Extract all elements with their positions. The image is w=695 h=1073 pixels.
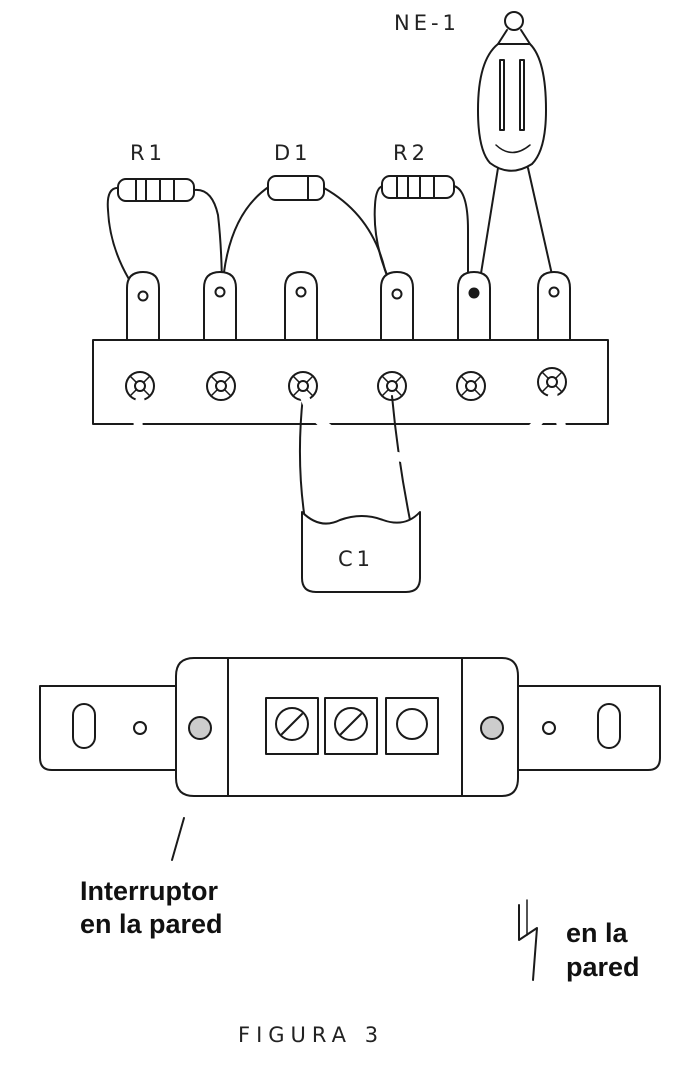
resistor-r2 xyxy=(373,175,469,297)
label-d1: D1 xyxy=(274,141,312,165)
cable-left-to-switch xyxy=(137,399,291,691)
resistor-r1 xyxy=(106,178,223,297)
break-mark xyxy=(518,899,538,981)
label-wall-line2: pared xyxy=(566,952,640,982)
terminal-strip-bar xyxy=(92,339,609,425)
label-r2: R2 xyxy=(393,141,429,165)
label-c1: C1 xyxy=(338,547,374,571)
switch-mounting-strap xyxy=(39,685,661,771)
label-r1: R1 xyxy=(130,141,166,165)
wall-switch xyxy=(39,657,661,861)
terminal-screws xyxy=(125,367,567,401)
label-switch-line1: Interruptor xyxy=(80,876,218,906)
switch-terminals xyxy=(265,697,439,755)
label-switch-line2: en la pared xyxy=(80,909,223,939)
neon-lamp-ne1 xyxy=(477,11,556,293)
label-ne1: NE-1 xyxy=(394,11,460,35)
terminal-strip xyxy=(92,271,609,425)
capacitor-c1 xyxy=(298,395,421,593)
terminal-lugs xyxy=(126,271,571,341)
figure-caption: FIGURA 3 xyxy=(238,1023,384,1047)
switch-pointer xyxy=(171,817,185,861)
label-wall-line1: en la xyxy=(566,918,629,948)
cables xyxy=(133,390,570,981)
